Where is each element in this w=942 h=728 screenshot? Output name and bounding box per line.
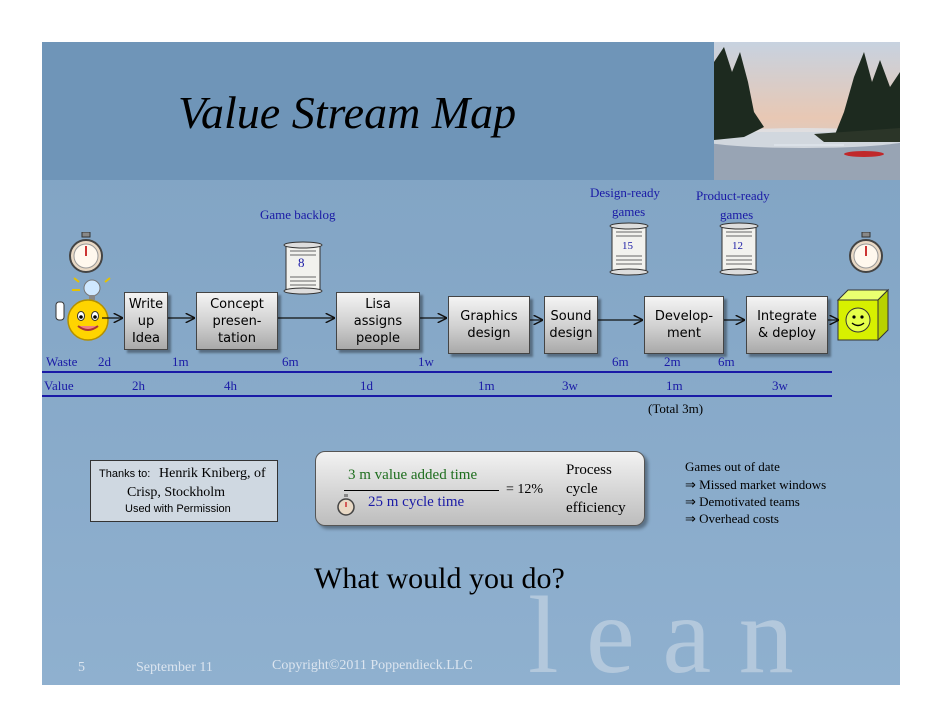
waste-value: 1w xyxy=(418,354,434,369)
value-value: 1d xyxy=(360,378,373,393)
waste-value: 6m xyxy=(718,354,735,369)
step-lisa-assigns-people[interactable]: Lisa assigns people xyxy=(336,292,420,350)
value-value: 1m xyxy=(478,378,495,393)
value-value: 1m xyxy=(666,378,683,393)
product-ready-label-line1: Product-ready xyxy=(696,188,770,203)
backlog-scroll-icon xyxy=(282,241,324,295)
consequence-item: ⇒ Missed market windows xyxy=(685,477,827,492)
product-ready-scroll-icon xyxy=(718,222,760,276)
game-backlog-label: Game backlog xyxy=(260,207,336,222)
pce-result: = 12% xyxy=(506,482,544,497)
question-text: What would you do? xyxy=(314,562,565,595)
consequence-item: ⇒ Demotivated teams xyxy=(685,494,800,509)
waste-line xyxy=(42,371,832,373)
step-concept-presentation[interactable]: Concept presen- tation xyxy=(196,292,278,350)
product-ready-count: 12 xyxy=(732,240,743,252)
value-value: 2h xyxy=(132,378,145,393)
lake-photo xyxy=(714,42,900,180)
customer-cube-icon xyxy=(836,288,890,342)
pce-numerator: 3 m value added time xyxy=(348,467,478,483)
design-ready-scroll-icon xyxy=(608,222,650,276)
backlog-count: 8 xyxy=(298,255,305,270)
credits-org: Crisp, Stockholm xyxy=(127,485,226,500)
waste-value: 1m xyxy=(172,354,189,369)
idea-smiley-icon xyxy=(52,276,114,342)
pce-label-line1: Process xyxy=(566,462,612,478)
slide: Value Stream Map Game backlog Design-rea… xyxy=(42,42,900,685)
value-value: 3w xyxy=(772,378,788,393)
waste-value: 6m xyxy=(282,354,299,369)
design-ready-label-line1: Design-ready xyxy=(590,185,661,200)
pce-label-line3: efficiency xyxy=(566,500,626,516)
consequence-item: ⇒ Overhead costs xyxy=(685,511,779,526)
value-label: Value xyxy=(44,378,74,393)
credits-prefix: Thanks to: xyxy=(99,468,151,480)
total-time: (Total 3m) xyxy=(648,401,704,416)
value-line xyxy=(42,395,832,397)
process-cycle-efficiency-box: 3 m value added time 25 m cycle time = 1… xyxy=(315,451,645,526)
value-value: 3w xyxy=(562,378,578,393)
pce-denominator: 25 m cycle time xyxy=(368,494,465,510)
flow-arrows xyxy=(102,42,900,442)
step-graphics-design[interactable]: Graphics design xyxy=(448,296,530,354)
credits-permission: Used with Permission xyxy=(125,503,231,515)
waste-value: 2d xyxy=(98,354,111,369)
stopwatch-end-icon xyxy=(848,231,884,274)
footer-page-number: 5 xyxy=(78,660,85,675)
step-development[interactable]: Develop- ment xyxy=(644,296,724,354)
slide-title: Value Stream Map xyxy=(178,87,517,138)
step-write-up-idea[interactable]: Write up Idea xyxy=(124,292,168,350)
footer-copyright: Copyright©2011 Poppendieck.LLC xyxy=(272,658,473,673)
waste-value: 6m xyxy=(612,354,629,369)
pce-stopwatch-icon xyxy=(336,494,356,516)
footer-date: September 11 xyxy=(136,660,213,675)
step-integrate-deploy[interactable]: Integrate & deploy xyxy=(746,296,828,354)
pce-fraction-bar xyxy=(344,490,499,491)
credits-box: Thanks to: Henrik Kniberg, of Crisp, Sto… xyxy=(90,460,278,522)
stopwatch-start-icon xyxy=(68,231,104,274)
credits-name: Henrik Kniberg, of xyxy=(159,466,266,481)
waste-label: Waste xyxy=(46,354,78,369)
lean-watermark: l e a n xyxy=(528,574,794,685)
waste-value: 2m xyxy=(664,354,681,369)
value-value: 4h xyxy=(224,378,237,393)
consequences-header: Games out of date xyxy=(685,459,780,474)
design-ready-label-line2: games xyxy=(612,204,646,219)
design-ready-count: 15 xyxy=(622,240,633,252)
step-sound-design[interactable]: Sound design xyxy=(544,296,598,354)
pce-label-line2: cycle xyxy=(566,481,598,497)
product-ready-label-line2: games xyxy=(720,207,754,222)
